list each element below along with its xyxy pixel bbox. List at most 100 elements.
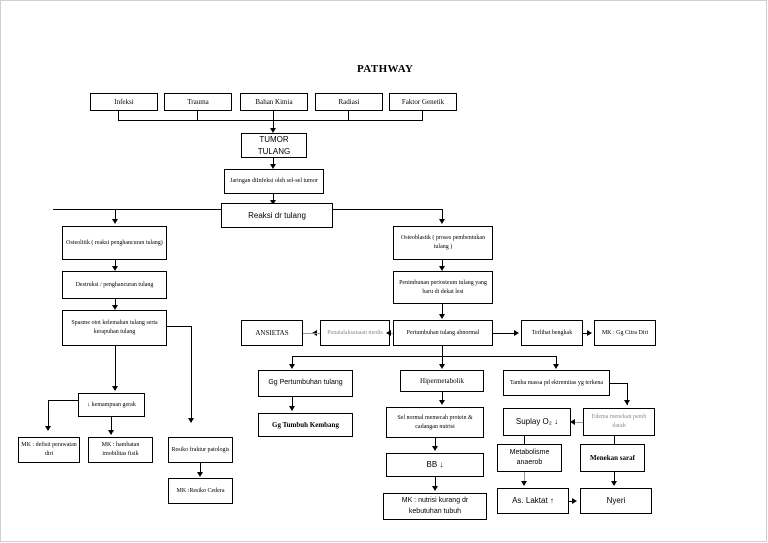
node-suplay-o2[interactable]: Suplay O₂ ↓ [503, 408, 571, 436]
connector-etiology-bus [118, 120, 423, 121]
arrowhead-to-mk-resiko-cedera [197, 472, 203, 477]
node-mk-hambatan-label: MK : hambatan imobilitas fisik [101, 442, 140, 457]
connector-bus-to-hipermetabolik [442, 356, 443, 367]
node-faktor-genetik[interactable]: Faktor Genetik [389, 93, 457, 111]
connector-bengkak-to-citra [583, 333, 589, 334]
page-title: PATHWAY [357, 63, 414, 75]
arrowhead-to-mk-nutrisi [432, 486, 438, 491]
arrowhead-to-hipermetabolik [439, 364, 445, 369]
node-infeksi[interactable]: Infeksi [90, 93, 158, 111]
node-metabolisme-anaerob[interactable]: Metabolisme anaerob [497, 444, 562, 472]
arrowhead-to-spasme [112, 305, 118, 310]
connector-fraktur-to-cedera [200, 463, 201, 475]
node-hipermetabolik[interactable]: Hipermetabolik [400, 370, 484, 392]
arrowhead-to-pertumbuhan-abnormal [439, 314, 445, 319]
connector-radiasi-down [348, 111, 349, 120]
arrowhead-to-as-laktat [521, 481, 527, 486]
node-penimbunan-periosteum[interactable]: Penimbunan periosteum tulang yang baru d… [393, 271, 493, 304]
connector-jaringan-to-reaksi [273, 194, 274, 202]
node-ansietas[interactable]: ANSIETAS [241, 320, 303, 346]
connector-trauma-down [197, 111, 198, 120]
connector-destruksi-to-spasme [115, 299, 116, 307]
node-mk-defisit-label: MK : defisit perawatan diri [21, 442, 77, 457]
node-mk-resiko-cedera[interactable]: MK :Resiko Cedera [168, 478, 233, 504]
node-mk-gg-citra-diri-label: MK : Gg Citra Diri [601, 329, 649, 336]
node-bb-turun-label: BB ↓ [426, 460, 444, 470]
node-bb-turun[interactable]: BB ↓ [386, 453, 484, 477]
node-penatalaksanaan-medis[interactable]: Penatalaksanaan medis [320, 320, 390, 346]
arrowhead-to-mk-defisit [45, 426, 51, 431]
connector-hipermetabolik-to-sel-normal [442, 392, 443, 403]
node-hipermetabolik-label: Hipermetabolik [420, 376, 464, 385]
node-destruksi[interactable]: Destruksi / penghancuran tulang [62, 271, 167, 299]
arrowhead-to-bb [432, 446, 438, 451]
node-jaringan-infeksi[interactable]: Jaringan diInfeksi oleh sel-sel tumor [224, 169, 324, 194]
node-mk-gg-citra-diri[interactable]: MK : Gg Citra Diri [594, 320, 656, 346]
node-osteolitik[interactable]: Osteolitik ( reaksi penghancuran tulang) [62, 226, 167, 260]
connector-sel-normal-to-bb [435, 438, 436, 450]
arrowhead-to-gg-tumbuh-kembang [289, 406, 295, 411]
node-gg-pertumbuhan-label: Gg Pertumbuhan tulang [268, 379, 343, 387]
arrowhead-to-mk-gg-citra-diri [587, 330, 592, 336]
arrowhead-to-nyeri-2 [572, 498, 577, 504]
node-mk-resiko-cedera-label: MK :Resiko Cedera [176, 487, 225, 494]
node-mk-nutrisi-kurang[interactable]: MK : nutrisi kurang dr kebutuhan tubuh [383, 493, 487, 520]
node-bahan-kimia-label: Bahan Kimia [255, 97, 293, 106]
arrowhead-to-osteoblastik [439, 219, 445, 224]
node-edema-label: Edema menekan pemb darah [591, 414, 647, 429]
node-terlihat-bengkak[interactable]: Terlihat bengkak [521, 320, 583, 346]
node-as-laktat[interactable]: As. Laktat ↑ [497, 488, 569, 514]
connector-laktat-to-nyeri [569, 501, 574, 502]
connector-gg-pertumbuhan-to-kembang [292, 397, 293, 410]
node-reaksi-dr-tulang[interactable]: Reaksi dr tulang [221, 203, 333, 228]
node-edema-menekan[interactable]: Edema menekan pemb darah [583, 408, 655, 436]
node-penatalaksanaan-label: Penatalaksanaan medis [327, 329, 383, 336]
node-penimbunan-label: Penimbunan periosteum tulang yang baru d… [399, 279, 487, 295]
node-tamba-massa-label: Tamba massa pd ektremitas yg terkena [509, 379, 604, 386]
node-sel-normal-label: Sel normal memecah protein & cadangan nu… [397, 414, 473, 430]
connector-pertumbuhan-to-bengkak [493, 333, 516, 334]
node-menekan-saraf-label: Menekan saraf [590, 453, 635, 462]
connector-spasme-right [167, 326, 192, 327]
arrowhead-to-jaringan [270, 164, 276, 169]
node-bahan-kimia[interactable]: Bahan Kimia [240, 93, 308, 111]
node-pertumbuhan-tulang-abnormal[interactable]: Pertumbuhan tulang abnormal [393, 320, 493, 346]
arrowhead-to-reaksi [270, 200, 276, 205]
node-gg-tumbuh-kembang-label: Gg Tumbuh Kembang [272, 420, 339, 429]
node-nyeri[interactable]: Nyeri [580, 488, 652, 514]
node-mk-hambatan-imobilitas[interactable]: MK : hambatan imobilitas fisik [88, 437, 153, 463]
node-suplay-o2-label: Suplay O₂ ↓ [515, 417, 559, 427]
node-radiasi-label: Radiasi [338, 97, 360, 106]
node-trauma[interactable]: Trauma [164, 93, 232, 111]
node-menekan-saraf[interactable]: Menekan saraf [580, 444, 645, 472]
connector-osteolitik-to-destruksi [115, 260, 116, 268]
arrowhead-to-suplay-o2 [570, 419, 575, 425]
arrowhead-to-resiko-fraktur [188, 418, 194, 423]
node-tumor-tulang[interactable]: TUMOR TULANG [241, 133, 307, 158]
arrowhead-to-edema [624, 400, 630, 405]
node-osteolitik-label: Osteolitik ( reaksi penghancuran tulang) [66, 239, 163, 246]
node-mk-defisit-perawatan-diri[interactable]: MK : defisit perawatan diri [18, 437, 80, 463]
node-sel-normal-memecah[interactable]: Sel normal memecah protein & cadangan nu… [386, 407, 484, 438]
node-kemampuan-gerak[interactable]: ↓ kemampuan gerak [78, 393, 145, 417]
connector-bus-to-tumor [273, 120, 274, 130]
node-infeksi-label: Infeksi [114, 97, 134, 106]
node-as-laktat-label: As. Laktat ↑ [512, 496, 554, 506]
connector-kemampuan-to-hambatan [111, 417, 112, 434]
node-resiko-fraktur-patologis[interactable]: Resiko fraktur patologis [168, 437, 233, 463]
arrowhead-to-kemampuan-gerak [112, 386, 118, 391]
connector-infeksi-down [118, 111, 119, 120]
node-tamba-massa[interactable]: Tamba massa pd ektremitas yg terkena [503, 370, 610, 396]
node-reaksi-dr-tulang-label: Reaksi dr tulang [248, 210, 306, 220]
node-gg-tumbuh-kembang[interactable]: Gg Tumbuh Kembang [258, 413, 353, 437]
node-spasme-otot[interactable]: Spasme otot kelemahan tulang serta kerap… [62, 310, 167, 346]
arrowhead-to-osteolitik [112, 219, 118, 224]
node-radiasi[interactable]: Radiasi [315, 93, 383, 111]
node-osteoblastik[interactable]: Osteoblastik ( proses pembentukan tulang… [393, 226, 493, 260]
node-osteoblastik-label: Osteoblastik ( proses pembentukan tulang… [400, 235, 486, 250]
connector-edema-to-menekan-saraf [614, 436, 615, 448]
node-gg-pertumbuhan-tulang[interactable]: Gg Pertumbuhan tulang [258, 370, 353, 397]
arrowhead-to-terlihat-bengkak [514, 330, 519, 336]
